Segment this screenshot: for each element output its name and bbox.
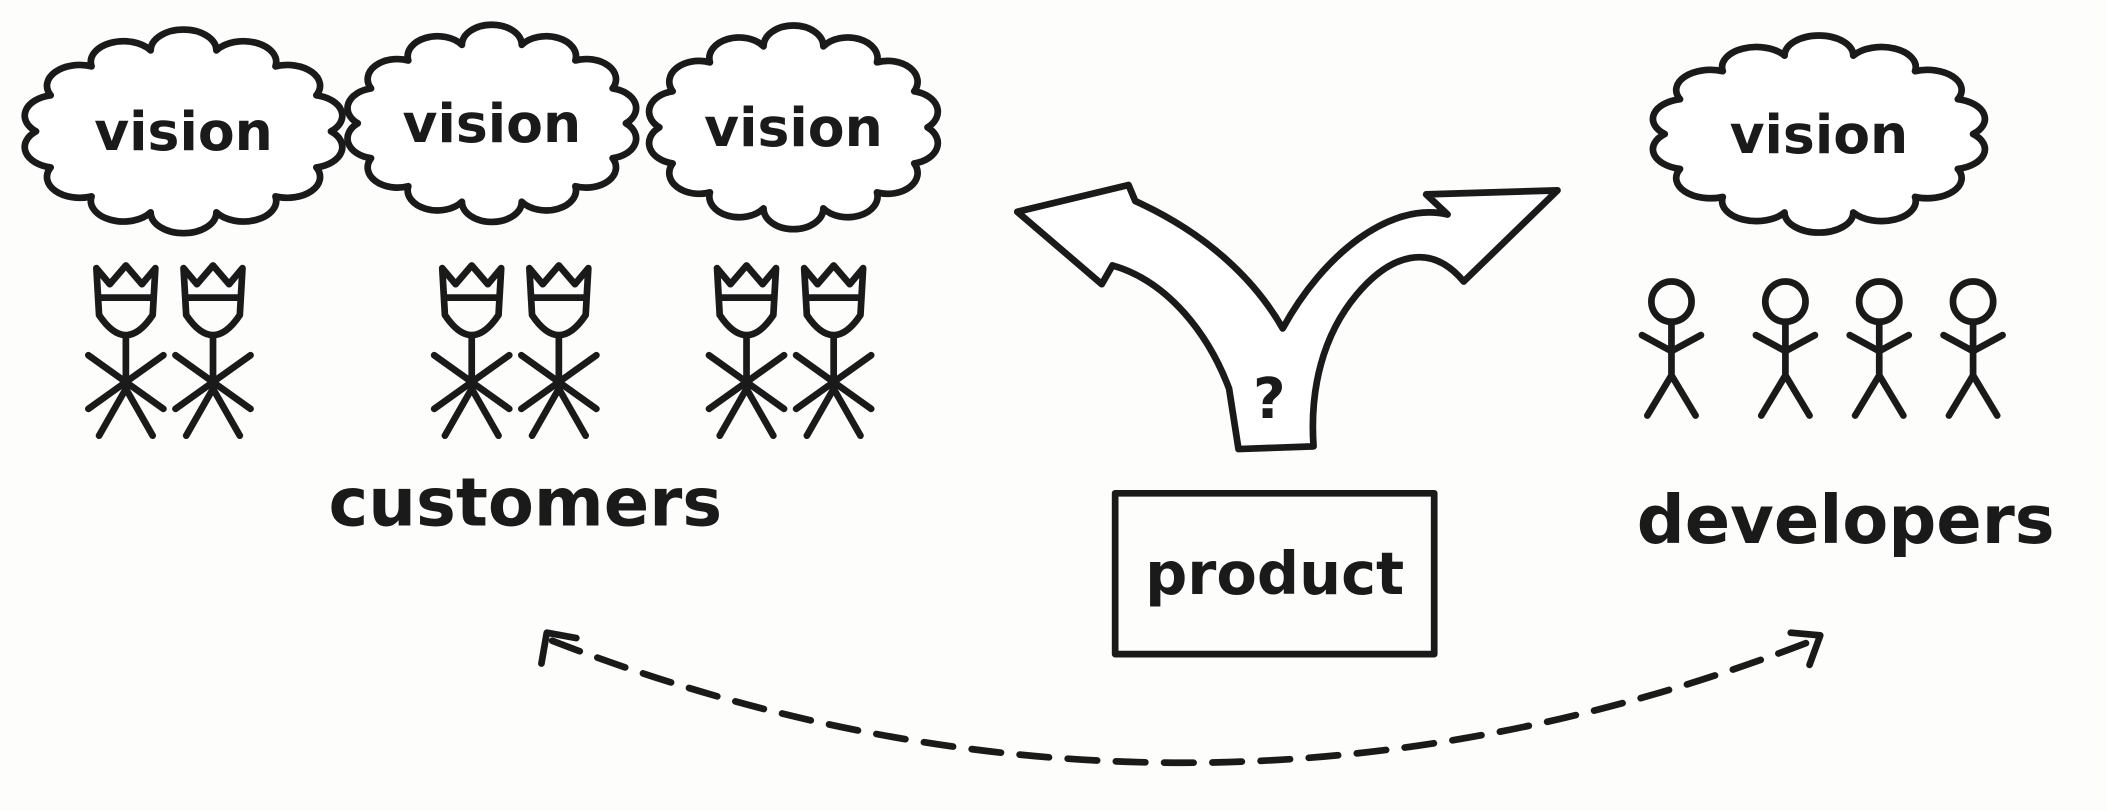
vision-cloud: vision <box>1649 32 1989 236</box>
body <box>172 334 254 440</box>
cloud-icon <box>645 22 942 233</box>
cloud-icon <box>344 21 640 226</box>
developer-figure <box>1940 278 2006 419</box>
head-icon <box>1855 278 1903 326</box>
body <box>84 334 167 440</box>
fork-arrow <box>1013 181 1561 453</box>
developer-figure <box>1638 278 1705 419</box>
customer-figure <box>705 262 788 440</box>
customer-figure <box>792 262 875 440</box>
body <box>1638 318 1705 419</box>
customer-figure <box>84 262 167 440</box>
vision-cloud: vision <box>21 26 346 237</box>
product-box <box>1111 489 1438 658</box>
crowned-head-icon <box>93 262 159 339</box>
cloud-label: vision <box>1730 103 1909 166</box>
head-icon <box>1648 278 1695 326</box>
body <box>705 334 788 440</box>
question-mark: ? <box>1253 367 1286 432</box>
crowned-head-icon <box>438 262 505 339</box>
customers-label: customers <box>329 463 723 541</box>
crowned-head-icon <box>800 262 867 339</box>
crowned-head-icon <box>713 262 780 339</box>
developer-figure <box>1752 278 1819 419</box>
vision-cloud: vision <box>645 22 942 233</box>
body <box>1940 318 2006 419</box>
head-icon <box>1761 278 1809 326</box>
product-label: product <box>1145 539 1404 608</box>
cloud-label: vision <box>403 92 582 155</box>
cloud-icon <box>21 26 346 237</box>
customer-figure <box>430 262 513 440</box>
body <box>792 334 875 440</box>
cloud-icon <box>1649 32 1989 236</box>
arrowhead-right-icon <box>1787 629 1824 669</box>
customer-figure <box>172 262 254 440</box>
arrowhead-left-icon <box>538 629 580 667</box>
head-icon <box>1949 278 1997 326</box>
cloud-label: vision <box>94 100 273 163</box>
body <box>517 334 600 440</box>
dashed-double-arrow <box>548 637 1816 767</box>
body <box>430 334 513 440</box>
customer-figure <box>517 262 600 440</box>
body <box>1752 318 1819 419</box>
vision-cloud: vision <box>344 21 640 226</box>
crowned-head-icon <box>180 262 246 339</box>
body <box>1846 318 1913 419</box>
cloud-label: vision <box>704 96 883 159</box>
developers-label: developers <box>1637 481 2055 559</box>
crowned-head-icon <box>526 262 592 339</box>
developer-figure <box>1846 278 1913 419</box>
